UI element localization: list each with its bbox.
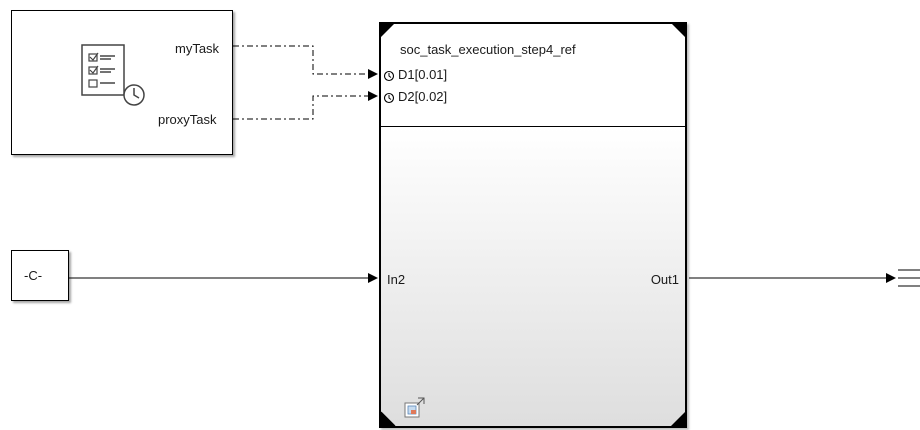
ref-block-body: In2 Out1: [381, 127, 685, 426]
corner-mark-top-right: [672, 24, 685, 37]
port-label-d2: D2[0.02]: [398, 89, 448, 104]
clock-cycle-icon: [383, 91, 395, 104]
port-label-out1: Out1: [650, 272, 679, 287]
event-line-proxytask-arrow: [368, 91, 378, 101]
event-line-mytask-arrow: [368, 69, 378, 79]
model-reference-icon[interactable]: [403, 397, 425, 421]
ref-block-title: soc_task_execution_step4_ref: [400, 42, 576, 57]
port-label-mytask: myTask: [175, 41, 220, 56]
signal-line-constant-arrow: [368, 273, 378, 283]
constant-block[interactable]: -C-: [11, 250, 69, 301]
task-manager-icon: [81, 44, 145, 106]
model-reference-block[interactable]: soc_task_execution_step4_ref D1[0.01] D2…: [379, 22, 687, 428]
constant-value: -C-: [24, 268, 43, 283]
port-label-proxytask: proxyTask: [158, 112, 217, 127]
corner-mark-top-left: [381, 24, 394, 37]
clock-cycle-icon: [383, 69, 395, 82]
corner-mark-bottom-left: [381, 411, 396, 426]
signal-line-out-arrow: [886, 273, 896, 283]
corner-mark-bottom-right: [671, 412, 685, 426]
ref-block-event-section: soc_task_execution_step4_ref D1[0.01] D2…: [381, 24, 685, 127]
task-manager-block[interactable]: myTask proxyTask: [11, 10, 233, 155]
event-line-mytask[interactable]: [233, 45, 368, 75]
terminator-icon[interactable]: [896, 266, 920, 290]
port-label-in2: In2: [387, 272, 406, 287]
port-label-d1: D1[0.01]: [398, 67, 448, 82]
event-line-proxytask[interactable]: [233, 95, 368, 120]
